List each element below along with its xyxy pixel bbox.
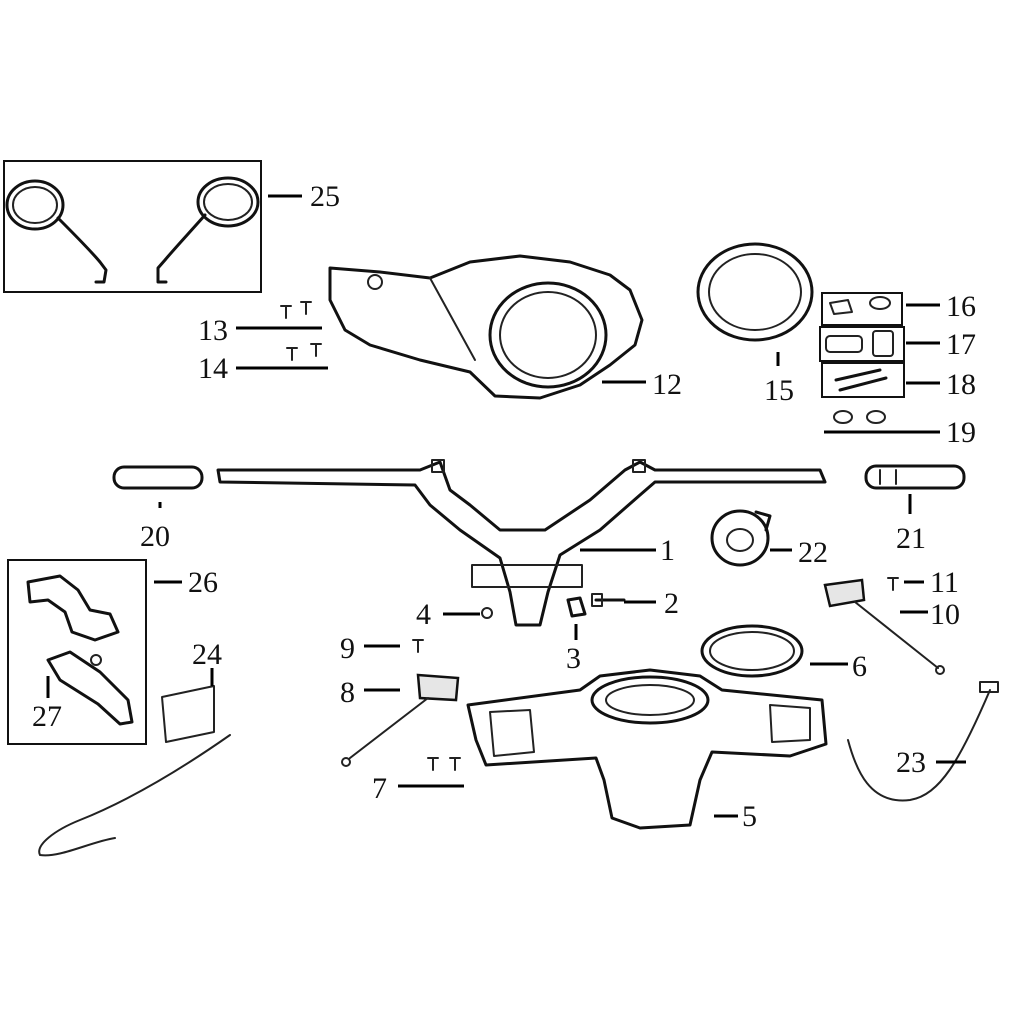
callout-16: 16: [946, 290, 976, 323]
leader-lines: [46, 194, 966, 818]
small-parts-kits: [819, 292, 905, 424]
screws-13: [280, 301, 312, 319]
left-grip: [112, 465, 204, 490]
throttle-collar: [710, 509, 772, 567]
screws-14: [286, 343, 322, 361]
callout-4: 4: [416, 598, 431, 631]
callout-5: 5: [742, 800, 757, 833]
callout-23: 23: [896, 746, 926, 779]
callout-6: 6: [852, 650, 867, 683]
left-switch: [341, 673, 460, 767]
callout-12: 12: [652, 368, 682, 401]
screws-7: [427, 757, 461, 771]
callout-13: 13: [198, 314, 228, 347]
right-grip: [864, 464, 966, 490]
callout-25: 25: [310, 180, 340, 213]
callout-14: 14: [198, 352, 228, 385]
brake-lever-kit: [7, 559, 147, 745]
callout-15: 15: [764, 374, 794, 407]
speedometer-ring: [696, 242, 814, 342]
nut-4: [481, 607, 493, 619]
callout-17: 17: [946, 328, 976, 361]
callout-11: 11: [930, 566, 959, 599]
callout-3: 3: [566, 642, 581, 675]
right-switch: [823, 578, 945, 675]
screw-9: [412, 639, 424, 653]
callout-9: 9: [340, 632, 355, 665]
callout-18: 18: [946, 368, 976, 401]
mirror-set: [3, 160, 262, 293]
callout-2: 2: [664, 587, 679, 620]
callout-24: 24: [192, 638, 222, 671]
cable-23: [847, 681, 999, 802]
callout-27: 27: [32, 700, 62, 733]
callout-26: 26: [188, 566, 218, 599]
cable-24: [38, 685, 231, 857]
handlebar: [216, 459, 827, 627]
front-handlebar-cover: [328, 254, 644, 400]
callout-10: 10: [930, 598, 960, 631]
callout-1: 1: [660, 534, 675, 567]
collar-3: [566, 596, 587, 618]
callout-labels: 1 2 3 4 5 6 7 8 9 10 11 12 13 14 15 16 1…: [32, 180, 976, 833]
screw-11: [887, 577, 899, 591]
callout-7: 7: [372, 772, 387, 805]
callout-21: 21: [896, 522, 926, 555]
bolt-2: [591, 593, 626, 607]
rear-handlebar-cover: [466, 668, 828, 830]
callout-8: 8: [340, 676, 355, 709]
gasket-ring: [700, 624, 804, 678]
callout-19: 19: [946, 416, 976, 449]
callout-22: 22: [798, 536, 828, 569]
callout-20: 20: [140, 520, 170, 553]
